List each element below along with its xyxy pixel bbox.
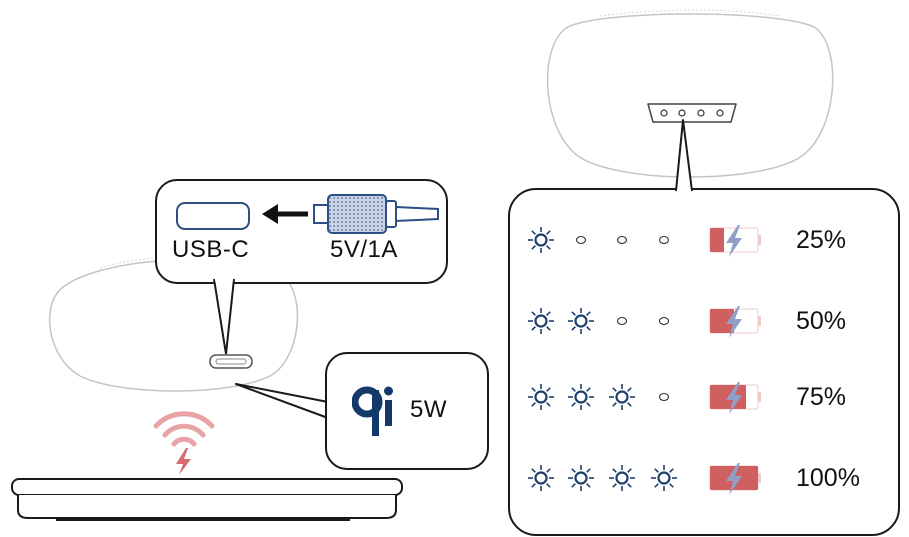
lightning-bolt-icon (176, 448, 191, 475)
usb-cable-icon (313, 194, 439, 234)
wireless-charging-waves-icon (153, 411, 215, 475)
arrow-left-icon (262, 204, 308, 224)
usb-callout (155, 179, 448, 284)
usb-c-port (209, 354, 253, 369)
case-led-4 (716, 109, 724, 117)
qi-logo-icon (352, 386, 393, 436)
charging-case-right (546, 9, 834, 178)
usb-c-label: USB-C (172, 236, 250, 263)
battery-legend-callout (508, 188, 900, 536)
qi-power-label: 5W (410, 396, 447, 423)
wireless-charging-pad (11, 478, 403, 521)
usb-c-port-icon (176, 202, 250, 230)
usb-callout-pointer (213, 278, 235, 355)
battery-callout-pointer (675, 119, 693, 192)
charging-case-left (48, 256, 299, 392)
case-led-1 (660, 109, 668, 117)
cable-spec-label: 5V/1A (330, 236, 398, 263)
case-led-3 (697, 109, 705, 117)
qi-callout-pointer (235, 383, 329, 419)
case-led-2 (678, 109, 686, 117)
qi-callout (325, 352, 489, 470)
